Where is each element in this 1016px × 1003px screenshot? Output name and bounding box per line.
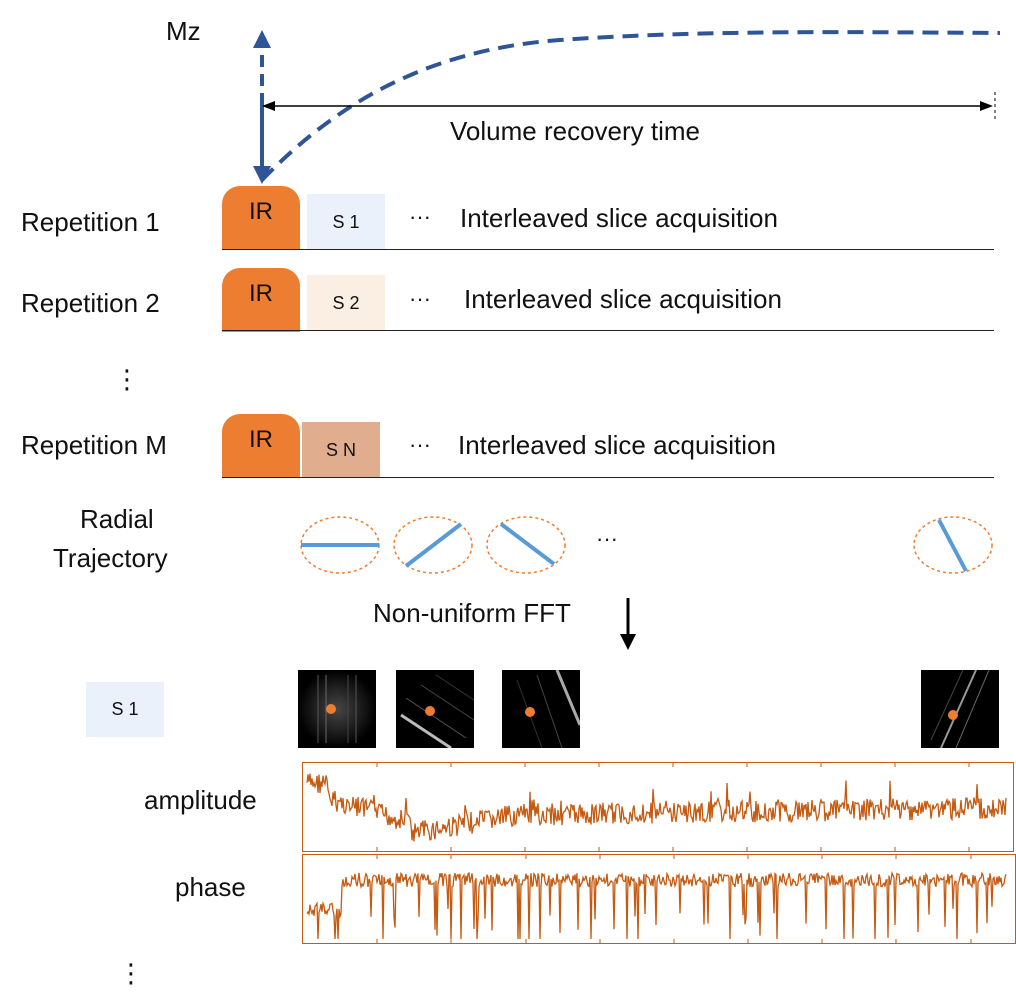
recovery-time-label: Volume recovery time: [450, 116, 700, 146]
radial-trajectories: [300, 516, 993, 574]
slice-box-sn: S N: [302, 422, 380, 478]
baseline-m: [222, 477, 994, 478]
repetition-2-label: Repetition 2: [21, 288, 160, 318]
radial-ellipsis: ···: [596, 526, 618, 551]
repetition-1-label: Repetition 1: [21, 207, 160, 237]
ir-pulse-1: IR: [222, 186, 300, 250]
recon-image-n: [921, 670, 999, 748]
ir-pulse-label: IR: [249, 198, 273, 225]
amplitude-trace-box: [302, 762, 1014, 852]
ellipsis-1: ···: [409, 204, 431, 229]
nufft-label: Non-uniform FFT: [373, 598, 571, 628]
phase-trace: [306, 855, 1007, 943]
ir-pulse-2: IR: [222, 268, 300, 332]
acquisition-text-m: Interleaved slice acquisition: [458, 430, 776, 460]
mz-label: Mz: [166, 16, 201, 46]
recon-image-1: [298, 670, 376, 748]
radial-label-line2: Trajectory: [53, 543, 168, 573]
ir-pulse-m: IR: [222, 414, 300, 478]
amplitude-trace: [306, 763, 1007, 851]
recovery-arrow-right-head: [980, 101, 993, 111]
baseline-2: [222, 330, 994, 331]
recovery-curve: [260, 30, 1001, 182]
vertical-ellipsis: ⋮: [114, 364, 140, 394]
ir-pulse-label: IR: [249, 426, 273, 453]
trajectory-spoke-1: [300, 516, 380, 574]
acquisition-text-1: Interleaved slice acquisition: [460, 203, 778, 233]
s1-label-box: S 1: [86, 682, 164, 737]
trajectory-spoke-2: [393, 516, 473, 574]
recovery-arrow-left-head: [262, 101, 275, 111]
recon-image-3: [502, 670, 580, 748]
phase-label: phase: [175, 872, 246, 902]
inversion-arrow-head: [253, 166, 271, 184]
mz-arrow-up-head: [253, 30, 271, 48]
ellipsis-2: ···: [409, 286, 431, 311]
nufft-arrow: [620, 598, 636, 650]
acquisition-text-2: Interleaved slice acquisition: [464, 284, 782, 314]
slice-box-s1: S 1: [307, 194, 385, 250]
recovery-diagram: [253, 30, 1001, 184]
repetition-m-label: Repetition M: [21, 430, 167, 460]
trajectory-spoke-n: [913, 516, 993, 574]
phase-trace-box: [302, 854, 1016, 944]
trajectory-spoke-3: [486, 516, 566, 574]
slice-box-s2: S 2: [307, 275, 385, 331]
bottom-vertical-ellipsis: ⋮: [118, 958, 144, 988]
amplitude-label: amplitude: [144, 785, 257, 815]
baseline-1: [222, 249, 994, 250]
recon-image-2: [396, 670, 474, 748]
ir-pulse-label: IR: [249, 280, 273, 307]
radial-label-line1: Radial: [80, 504, 154, 534]
ellipsis-m: ···: [409, 432, 431, 457]
